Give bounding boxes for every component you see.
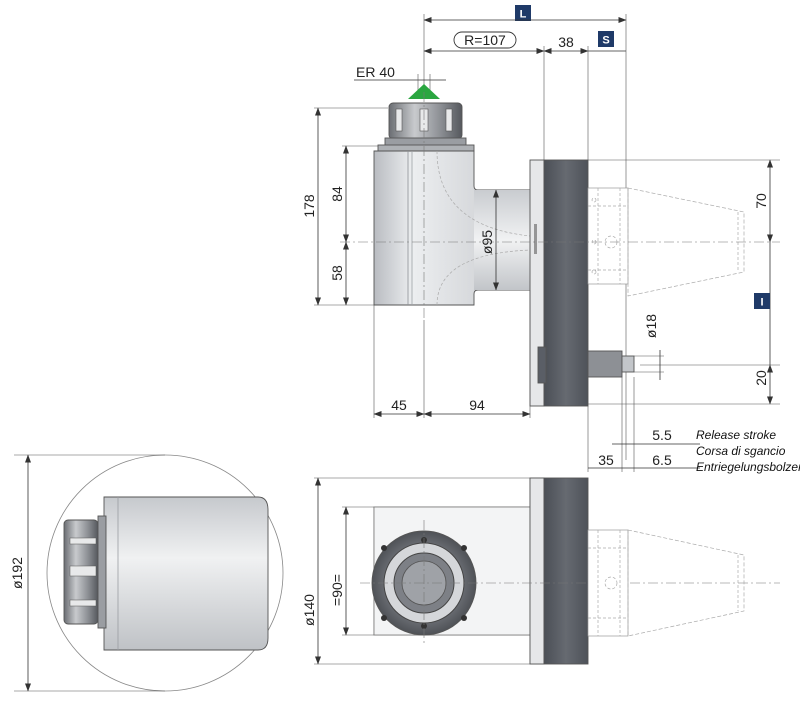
side-nut-slot bbox=[69, 537, 97, 545]
badge-s-text: S bbox=[602, 35, 609, 47]
front-flange bbox=[543, 477, 589, 665]
dim-20-label: 20 bbox=[753, 370, 769, 386]
badge-i bbox=[754, 293, 770, 309]
dim-178-label: 178 bbox=[301, 194, 317, 218]
nut-slot bbox=[395, 108, 403, 132]
radius-label: R=107 bbox=[464, 32, 506, 48]
front-screw bbox=[421, 623, 427, 629]
tool-taper bbox=[587, 187, 745, 297]
front-flange-plate bbox=[529, 477, 545, 665]
dim-58-label: 58 bbox=[329, 265, 345, 281]
dim-95-label: ø95 bbox=[479, 230, 495, 254]
note-release-en: Release stroke bbox=[696, 428, 776, 442]
anti-rotation-block bbox=[537, 346, 547, 384]
dim-18-label: ø18 bbox=[643, 314, 659, 338]
front-view: ø140 =90= bbox=[301, 477, 780, 665]
marking bbox=[534, 224, 537, 254]
note-release-de: Entriegelungsbolzen bbox=[696, 460, 800, 474]
release-pin bbox=[621, 355, 635, 373]
dim-45-label: 45 bbox=[391, 397, 407, 413]
hidden-line bbox=[436, 249, 531, 306]
radius-pill bbox=[453, 31, 517, 49]
note-release-it: Corsa di sgancio bbox=[696, 444, 786, 458]
side-head-body bbox=[103, 496, 269, 651]
side-view-circle: ø192 bbox=[9, 454, 284, 692]
badge-s bbox=[598, 31, 614, 47]
flange bbox=[543, 159, 589, 407]
dim-35-label: 35 bbox=[598, 452, 614, 468]
front-screw bbox=[381, 545, 387, 551]
collet-label: ER 40 bbox=[356, 64, 395, 80]
side-nut-slot bbox=[69, 599, 97, 607]
release-pin-housing bbox=[587, 350, 623, 378]
badge-l-text: L bbox=[520, 9, 527, 21]
front-screw bbox=[461, 545, 467, 551]
top-view: L S R=107 38 ER 40 bbox=[301, 5, 800, 474]
dim-55-label: 5.5 bbox=[652, 427, 672, 443]
dim-38-label: 38 bbox=[558, 34, 574, 50]
dim-84-label: 84 bbox=[329, 186, 345, 202]
head-neck bbox=[474, 190, 530, 290]
dim-90-label: =90= bbox=[329, 574, 345, 606]
badge-i-text: I bbox=[760, 297, 763, 309]
dim-192-label: ø192 bbox=[9, 557, 25, 589]
front-screw bbox=[461, 615, 467, 621]
side-nut-base bbox=[97, 515, 107, 629]
front-screw bbox=[381, 615, 387, 621]
hidden-line bbox=[436, 150, 531, 237]
front-tool-taper bbox=[587, 529, 745, 637]
side-nut-slot bbox=[69, 565, 97, 577]
dim-65-label: 6.5 bbox=[652, 452, 672, 468]
dim-94-label: 94 bbox=[469, 397, 485, 413]
dim-140-label: ø140 bbox=[301, 594, 317, 626]
spindle-direction-arrow bbox=[408, 84, 440, 99]
body-cap bbox=[377, 144, 475, 152]
dim-70-label: 70 bbox=[753, 193, 769, 209]
nut-slot bbox=[445, 108, 453, 132]
